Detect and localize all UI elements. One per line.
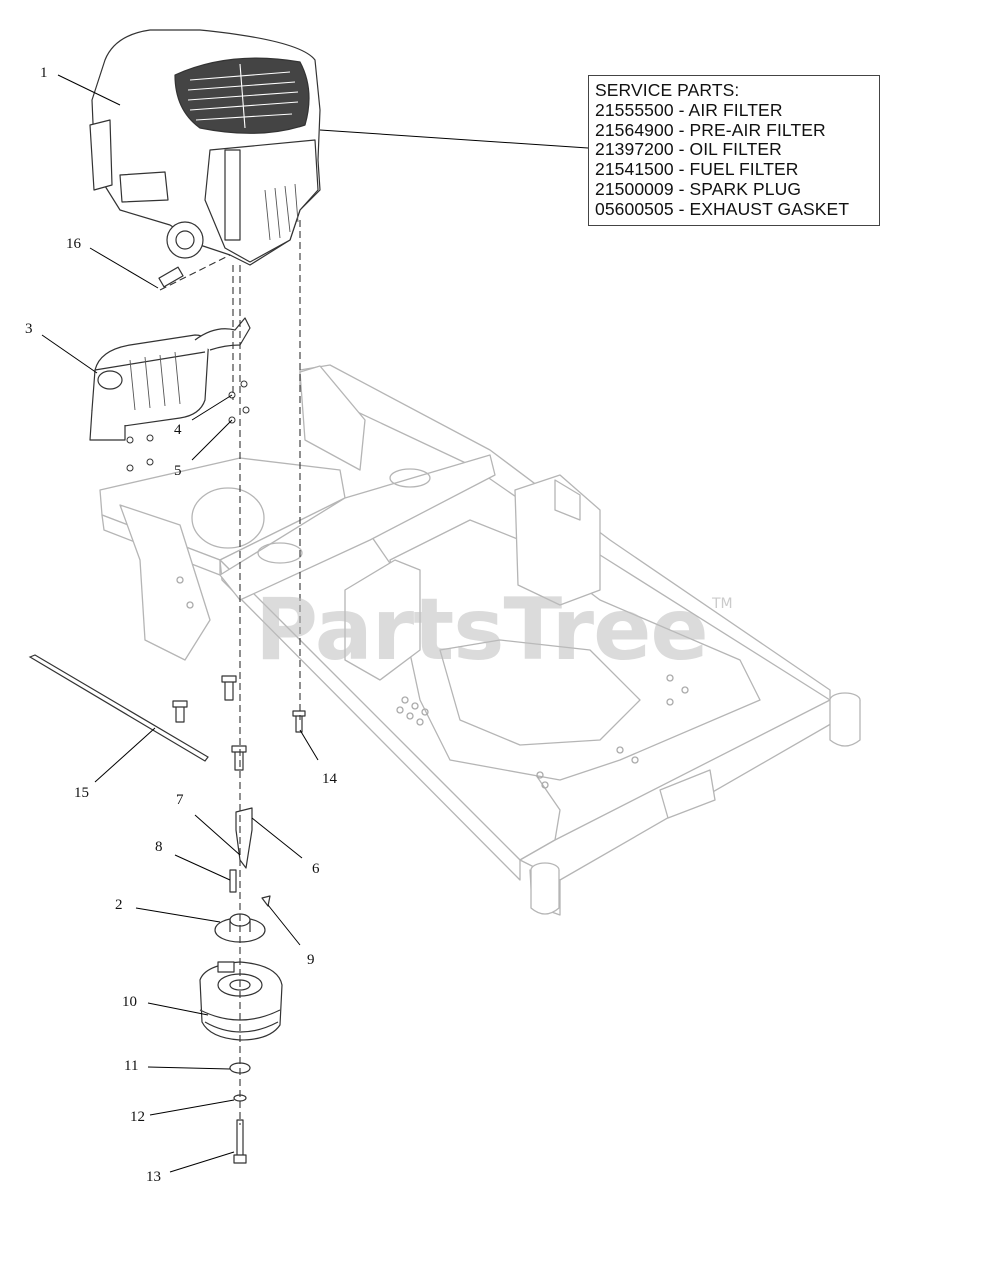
callout-8: 8	[155, 839, 163, 855]
service-part-pre-air-filter: 21564900 - PRE-AIR FILTER	[595, 119, 826, 140]
driveshaft-rod	[28, 654, 209, 762]
callout-9: 9	[307, 952, 315, 968]
service-part-air-filter: 21555500 - AIR FILTER	[595, 99, 783, 120]
engine	[89, 29, 321, 288]
callout-13: 13	[146, 1169, 161, 1185]
service-parts-box: SERVICE PARTS: 21555500 - AIR FILTER 215…	[588, 75, 880, 226]
leader-lines	[41, 74, 589, 1173]
callout-14: 14	[322, 771, 337, 787]
callout-1: 1	[40, 65, 48, 81]
assembly-axis-lines	[159, 220, 301, 1125]
callout-12: 12	[130, 1109, 145, 1125]
mower-frame	[99, 364, 861, 916]
muffler	[89, 317, 251, 441]
callout-5: 5	[174, 463, 182, 479]
callout-11: 11	[124, 1058, 139, 1074]
hardware-nuts	[126, 380, 250, 472]
service-part-fuel-filter: 21541500 - FUEL FILTER	[595, 159, 799, 180]
callout-7: 7	[176, 792, 184, 808]
service-part-spark-plug: 21500009 - SPARK PLUG	[595, 178, 802, 199]
callout-10: 10	[122, 994, 137, 1010]
callout-4: 4	[174, 422, 182, 438]
callout-16: 16	[66, 236, 81, 252]
callout-2: 2	[115, 897, 123, 913]
callout-6: 6	[312, 861, 320, 877]
watermark-trademark: TM	[712, 596, 733, 612]
service-parts-title: SERVICE PARTS:	[595, 80, 740, 100]
callout-3: 3	[25, 321, 33, 337]
watermark-text: PartsTree	[255, 580, 709, 680]
callout-15: 15	[74, 785, 89, 801]
service-part-oil-filter: 21397200 - OIL FILTER	[595, 139, 782, 160]
service-part-exhaust-gasket: 05600505 - EXHAUST GASKET	[595, 198, 850, 219]
